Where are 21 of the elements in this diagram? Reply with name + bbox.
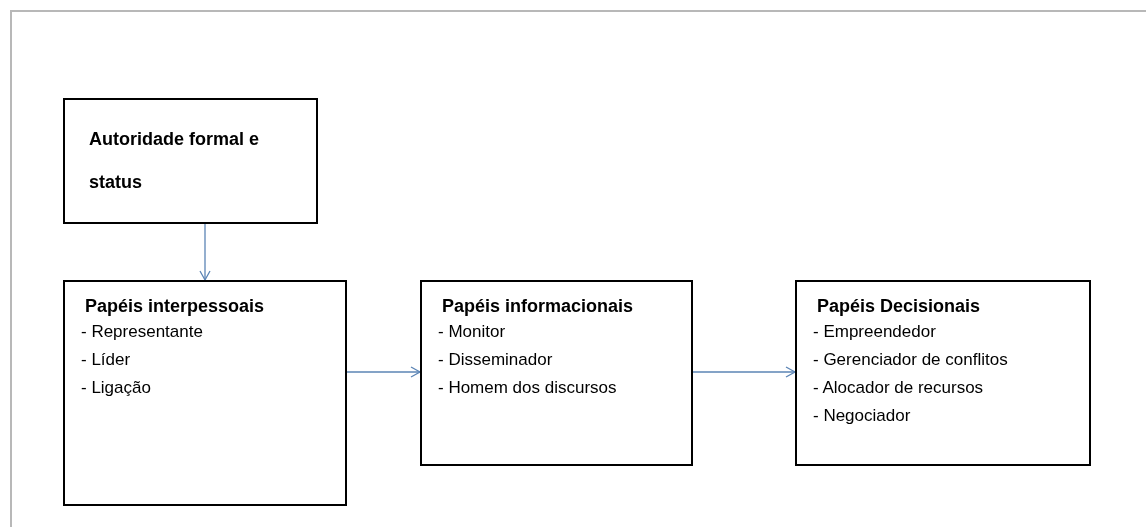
arrow (692, 366, 796, 378)
list-item: - Líder (81, 349, 132, 371)
process-box (63, 98, 318, 224)
list-item: - Homem dos discursos (438, 377, 618, 399)
process-box (63, 280, 347, 506)
list-item: - Negociador (813, 405, 912, 427)
process-box (795, 280, 1091, 466)
list-item: - Ligação (81, 377, 152, 399)
list-item: - Gerenciador de conflitos (813, 349, 1009, 371)
list-item: - Monitor (438, 321, 507, 343)
list-item: - Empreendedor (813, 321, 937, 343)
box-heading: Papéis Decisionais (817, 295, 982, 318)
arrow (199, 223, 211, 281)
box-heading: Papéis interpessoais (85, 295, 266, 318)
box-heading: Autoridade formal e status (89, 128, 261, 194)
box-heading: Papéis informacionais (442, 295, 635, 318)
list-item: - Alocador de recursos (813, 377, 985, 399)
list-item: - Disseminador (438, 349, 554, 371)
arrow (346, 366, 421, 378)
process-box (420, 280, 693, 466)
list-item: - Representante (81, 321, 204, 343)
